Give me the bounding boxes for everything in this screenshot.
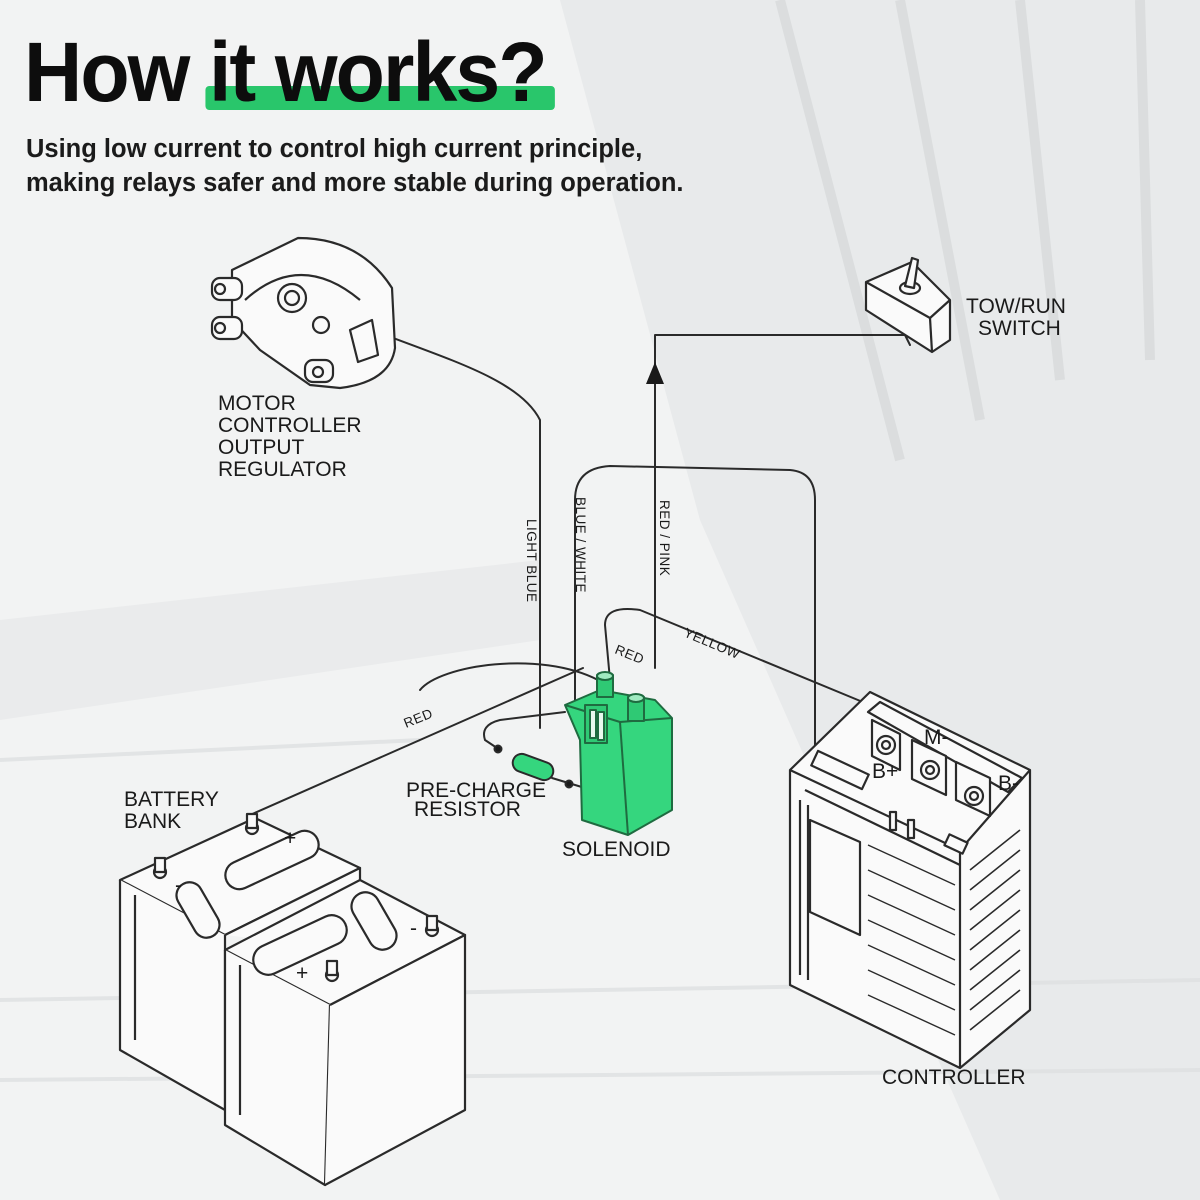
battery-plus-sign-2: + bbox=[296, 962, 308, 985]
resistor-label-line-1: PRE-CHARGE bbox=[406, 779, 546, 802]
solenoid-label: SOLENOID bbox=[562, 838, 671, 861]
wire-label-red-pink: RED / PINK bbox=[657, 500, 672, 576]
wire-yellow bbox=[604, 608, 871, 706]
subtitle-line-2: making relays safer and more stable duri… bbox=[26, 169, 684, 197]
wire-label-red-left: RED bbox=[402, 706, 435, 731]
page-title: How it works? bbox=[24, 24, 555, 120]
controller-label: CONTROLLER bbox=[882, 1066, 1026, 1089]
wire-label-blue-white: BLUE / WHITE bbox=[573, 497, 588, 593]
wire-label-light-blue: LIGHT BLUE bbox=[524, 519, 539, 603]
title-highlight: it works? bbox=[205, 25, 555, 119]
subtitle-line-1: Using low current to control high curren… bbox=[26, 135, 643, 163]
regulator-label-line-2: CONTROLLER bbox=[218, 414, 362, 437]
wire-red-top bbox=[419, 662, 599, 691]
solenoid-drawing bbox=[564, 671, 673, 836]
arrow-up-icon bbox=[646, 362, 664, 384]
battery-bank-drawing bbox=[118, 812, 467, 1187]
regulator-label-line-3: OUTPUT bbox=[218, 436, 305, 459]
wire-red-left bbox=[249, 667, 584, 816]
regulator-drawing bbox=[210, 236, 397, 390]
battery-label-line-2: BANK bbox=[124, 810, 181, 833]
battery-label-line-1: BATTERY bbox=[124, 788, 219, 811]
pre-charge-resistor-drawing bbox=[493, 744, 574, 789]
terminal-m-minus-label: M- bbox=[924, 726, 949, 749]
switch-label-line-2: SWITCH bbox=[978, 317, 1061, 340]
regulator-label-line-1: MOTOR bbox=[218, 392, 296, 415]
regulator-label-line-4: REGULATOR bbox=[218, 458, 347, 481]
switch-label-line-1: TOW/RUN bbox=[966, 295, 1066, 318]
subtitle: Using low current to control high curren… bbox=[26, 132, 684, 200]
battery-plus-sign-1: + bbox=[284, 827, 296, 850]
terminal-b-minus-label: B- bbox=[998, 772, 1019, 795]
controller-drawing bbox=[788, 690, 1032, 1070]
wire-resistor-loop bbox=[483, 711, 566, 751]
wire-red-pink bbox=[654, 334, 911, 669]
terminal-b-plus-label: B+ bbox=[872, 760, 898, 783]
wire-label-red-top: RED bbox=[613, 642, 646, 667]
battery-minus-sign-1: - bbox=[175, 874, 182, 897]
battery-minus-sign-2: - bbox=[410, 917, 417, 940]
tow-run-switch-drawing bbox=[864, 256, 952, 354]
resistor-label-line-2: RESISTOR bbox=[414, 798, 521, 821]
wire-blue-white bbox=[574, 465, 816, 756]
title-part-1: How bbox=[24, 25, 190, 119]
wire-label-yellow: YELLOW bbox=[682, 625, 742, 662]
wire-light-blue bbox=[371, 329, 541, 729]
